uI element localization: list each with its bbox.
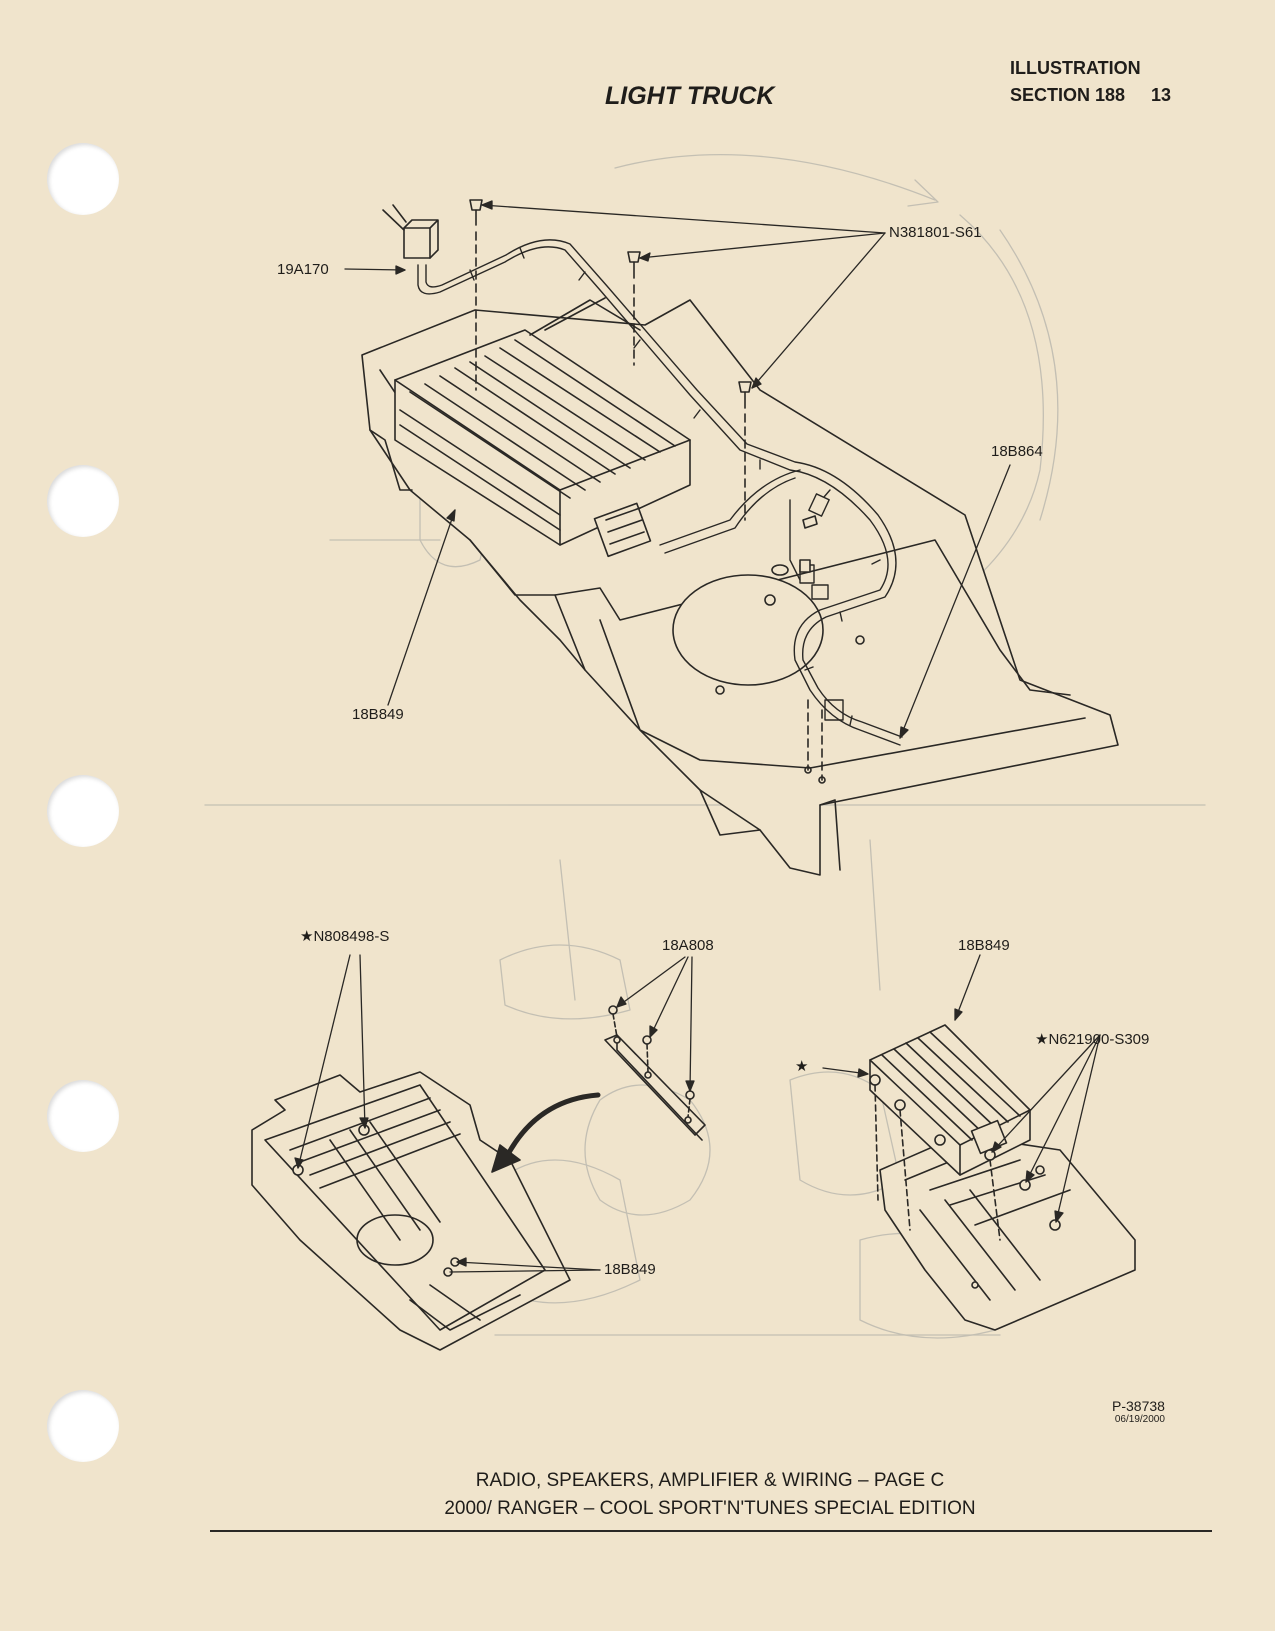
caption-line-2: 2000/ RANGER – COOL SPORT'N'TUNES SPECIA… xyxy=(444,1498,976,1519)
section-line: SECTION 188 13 xyxy=(1010,85,1171,106)
wiring-harness xyxy=(417,239,903,746)
illustration-label: ILLUSTRATION xyxy=(1010,58,1141,78)
punch-hole-4 xyxy=(47,1080,119,1152)
punch-hole-5 xyxy=(47,1390,119,1462)
callout-screw-top: N381801-S61 xyxy=(889,224,982,241)
callout-19a170: 19A170 xyxy=(277,261,329,278)
plug-19a170 xyxy=(382,204,439,259)
section-label: SECTION 188 xyxy=(1010,85,1126,105)
bracket-18a808 xyxy=(604,1005,706,1141)
reference-date: 06/19/2000 xyxy=(1114,1414,1165,1425)
footer-rule xyxy=(210,1530,1212,1532)
punch-hole-2 xyxy=(47,465,119,537)
page-number: 13 xyxy=(1151,85,1172,105)
callout-star-mark: ★ xyxy=(795,1058,809,1075)
callout-amp-bottom-left-18b849: 18B849 xyxy=(604,1261,656,1278)
console-assembly xyxy=(361,297,1119,876)
callout-screw-bottom: ★N808498-S xyxy=(300,928,390,945)
leader-lines-top xyxy=(344,200,1011,739)
leader-lines-bottom-right xyxy=(822,954,1101,1223)
page-title: LIGHT TRUCK xyxy=(605,82,775,110)
punch-hole-3 xyxy=(47,775,119,847)
section-header: ILLUSTRATION SECTION 188 13 xyxy=(1010,58,1171,106)
callout-harness-18b864: 18B864 xyxy=(991,443,1043,460)
console-bottom-left xyxy=(251,1071,571,1351)
callout-amp-18b849: 18B849 xyxy=(352,706,404,723)
leader-lines-bottom-left xyxy=(294,954,601,1273)
illustration-reference: P-38738 06/19/2000 xyxy=(1112,1398,1165,1425)
caption-line-1: RADIO, SPEAKERS, AMPLIFIER & WIRING – PA… xyxy=(475,1470,945,1491)
punch-hole-1 xyxy=(47,143,119,215)
screw-set-top xyxy=(469,199,826,784)
callout-amp-right-18b849: 18B849 xyxy=(958,937,1010,954)
leader-lines-bracket xyxy=(616,956,695,1092)
callout-nut-right: ★N621900-S309 xyxy=(1035,1031,1150,1048)
amplifier-bottom-right xyxy=(869,1024,1136,1331)
reference-number: P-38738 xyxy=(1112,1398,1165,1414)
callout-bracket-18a808: 18A808 xyxy=(662,937,714,954)
curved-arrow xyxy=(491,1092,601,1173)
bleed-through-art xyxy=(204,154,1206,1339)
